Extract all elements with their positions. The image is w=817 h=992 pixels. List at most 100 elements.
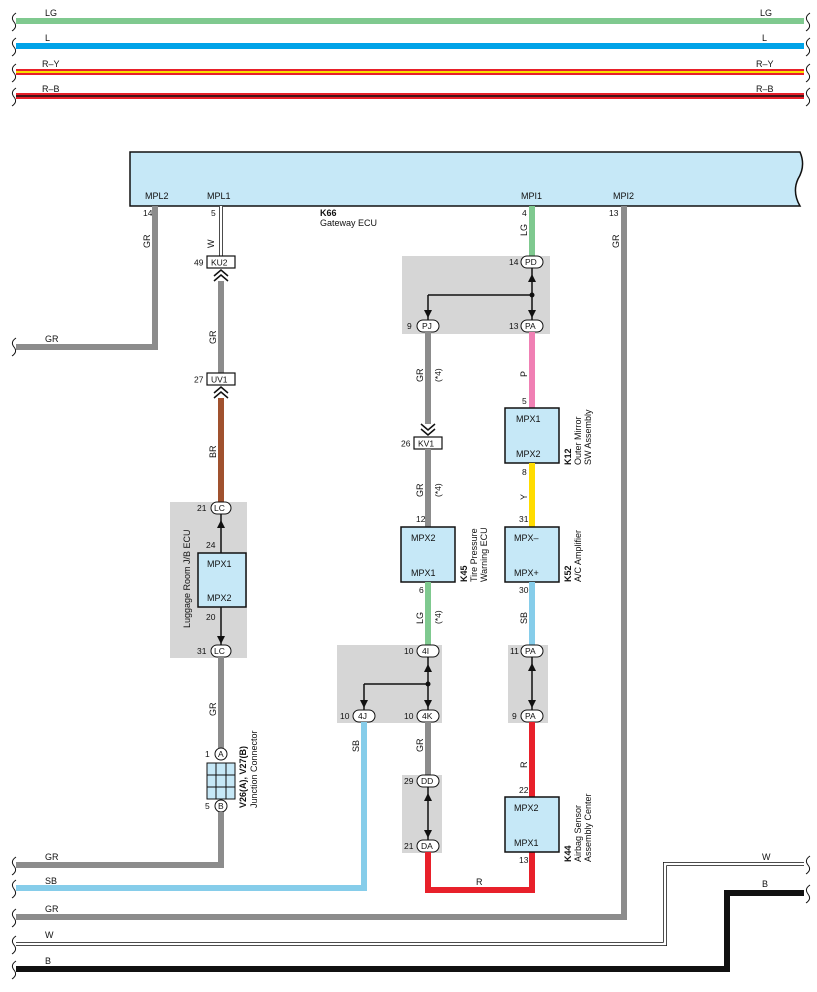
k52-pin-30: 30	[519, 585, 529, 595]
module-k44: 22 MPX2 MPX1 13 K44 Airbag Sensor Assemb…	[504, 785, 593, 865]
connector-pa9-pin: 9	[512, 711, 517, 721]
wire-sb-4j-label: SB	[351, 740, 361, 752]
connector-lc31-code: LC	[214, 646, 225, 656]
wire-4k-dd: GR	[415, 722, 431, 775]
gateway-pinnum-13: 13	[609, 208, 619, 218]
luggage-pin-24: 24	[206, 540, 216, 550]
k12-name1: Outer Mirror	[573, 416, 583, 465]
wire-lg1-label: LG	[519, 224, 529, 236]
connector-ku2-code: KU2	[211, 258, 228, 268]
wire-da-k44-red: R	[425, 852, 535, 893]
k12-pin-5: 5	[522, 396, 527, 406]
wire-k12-k52-y: Y	[519, 463, 535, 527]
gateway-pin-mpi1: MPI1	[521, 191, 542, 201]
k12-top: MPX1	[516, 414, 541, 424]
connector-kv1-code: KV1	[418, 439, 434, 449]
gateway-pinnum-4: 4	[522, 208, 527, 218]
k44-top: MPX2	[514, 803, 539, 813]
gateway-pin-mpl1: MPL1	[207, 191, 231, 201]
wire-pj-k45: GR (*4) KV1 26 GR (*4)	[401, 332, 443, 527]
junction-b: B	[218, 801, 224, 811]
connector-uv1-code: UV1	[211, 375, 228, 385]
k52-code: K52	[563, 565, 573, 582]
wire-gr-pj-label: GR	[415, 368, 425, 382]
gateway-pinnum-14: 14	[143, 208, 153, 218]
wire-p-label: P	[519, 371, 529, 377]
connector-pa11-pin: 11	[510, 646, 519, 656]
wire-mpi1-lg: LG	[519, 206, 535, 256]
wire-mpl1-chain: W KU2 49 GR UV1 27 BR	[194, 206, 236, 502]
wire-mpi2-gr: GR	[16, 206, 627, 920]
luggage-name: Luggage Room J/B ECU	[182, 529, 192, 628]
connector-ku2-pin: 49	[194, 258, 204, 268]
connector-lc21-code: LC	[214, 503, 225, 513]
wire-br-label: BR	[208, 445, 218, 458]
top-wire-l-left: L	[45, 33, 50, 43]
junction-a: A	[218, 749, 224, 759]
k45-pin-6: 6	[419, 585, 424, 595]
k52-top: MPX–	[514, 533, 539, 543]
wire-lg-k45-label: LG	[415, 612, 425, 624]
module-k52: 31 MPX– MPX+ 30 K52 A/C Amplifier	[504, 514, 583, 595]
bottom-wire-b-right: B	[762, 879, 768, 889]
bottom-wire-w-right: W	[762, 852, 771, 862]
k44-pin-13: 13	[519, 855, 529, 865]
top-wire-ry: R–Y R–Y	[11, 59, 811, 83]
connector-pa13-pin: 13	[509, 321, 519, 331]
top-wire-lg-left: LG	[45, 8, 57, 18]
junction-name: Junction Connector	[249, 730, 259, 808]
wire-pa-k12: P	[519, 332, 535, 408]
connector-ku2	[206, 255, 236, 269]
note4-a: (*4)	[433, 368, 443, 382]
k45-name2: Warning ECU	[479, 527, 489, 582]
wire-k45-lg: LG (*4)	[415, 582, 443, 645]
k12-name2: SW Assembly	[583, 409, 593, 465]
connector-4k-pin: 10	[404, 711, 414, 721]
bottom-wire-w-left: W	[45, 930, 54, 940]
connector-4i-pin: 10	[404, 646, 414, 656]
module-k12: 5 MPX1 MPX2 8 K12 Outer Mirror SW Assemb…	[504, 396, 593, 477]
k45-bot: MPX1	[411, 568, 436, 578]
wire-r-bottom-label: R	[476, 877, 483, 887]
wire-y-label: Y	[519, 494, 529, 500]
wire-k52-sb: SB	[519, 582, 535, 645]
wire-pa-k44-red: R	[519, 722, 535, 797]
connector-pa11-code: PA	[525, 646, 536, 656]
gateway-pin-mpl2: MPL2	[145, 191, 169, 201]
connector-pd-pin: 14	[509, 257, 519, 267]
k44-name1: Airbag Sensor	[573, 805, 583, 862]
top-wire-rb-left: R–B	[42, 84, 60, 94]
connector-dd-code: DD	[421, 776, 433, 786]
connector-pj-code: PJ	[422, 321, 432, 331]
junction-pin-5: 5	[205, 801, 210, 811]
wire-4j-sb: SB	[16, 722, 367, 891]
connector-pa9-code: PA	[525, 711, 536, 721]
wire-gr-4k-label: GR	[415, 738, 425, 752]
wire-gr3-label: GR	[208, 702, 218, 716]
connector-4k-code: 4K	[422, 711, 433, 721]
k44-code: K44	[563, 845, 573, 862]
wire-r-pa-label: R	[519, 761, 529, 768]
k45-code: K45	[459, 565, 469, 582]
connector-pd-code: PD	[525, 257, 537, 267]
bottom-wires: GR SB GR W W B B	[11, 812, 811, 980]
gateway-ecu: MPL2 MPL1 MPI1 MPI2 14 5 4 13 K66 Gatewa…	[129, 151, 804, 228]
k52-bot: MPX+	[514, 568, 539, 578]
top-wire-lg: LG LG	[11, 8, 811, 32]
connector-4i-code: 4I	[422, 646, 429, 656]
luggage-room-jb-ecu: Luggage Room J/B ECU LC 21 24 MPX1 MPX2 …	[170, 501, 247, 658]
k44-name2: Assembly Center	[583, 793, 593, 862]
k12-pin-8: 8	[522, 467, 527, 477]
junction-panel-dd: DD 29 DA 21	[402, 774, 442, 853]
wire-gr2-label: GR	[208, 330, 218, 344]
luggage-mpx1: MPX1	[207, 559, 232, 569]
connector-da-code: DA	[421, 841, 433, 851]
connector-lc31-pin: 31	[197, 646, 207, 656]
connector-uv1-pin: 27	[194, 375, 204, 385]
bottom-wire-b-left: B	[45, 956, 51, 966]
junction-code: V26(A), V27(B)	[238, 746, 248, 808]
junction-panel-pd: PD 14 PJ 9 PA 13	[402, 255, 550, 334]
bottom-wire-gr-b: GR	[45, 904, 59, 914]
junction-panel-pa: PA 11 PA 9	[508, 644, 548, 723]
note4-c: (*4)	[433, 610, 443, 624]
